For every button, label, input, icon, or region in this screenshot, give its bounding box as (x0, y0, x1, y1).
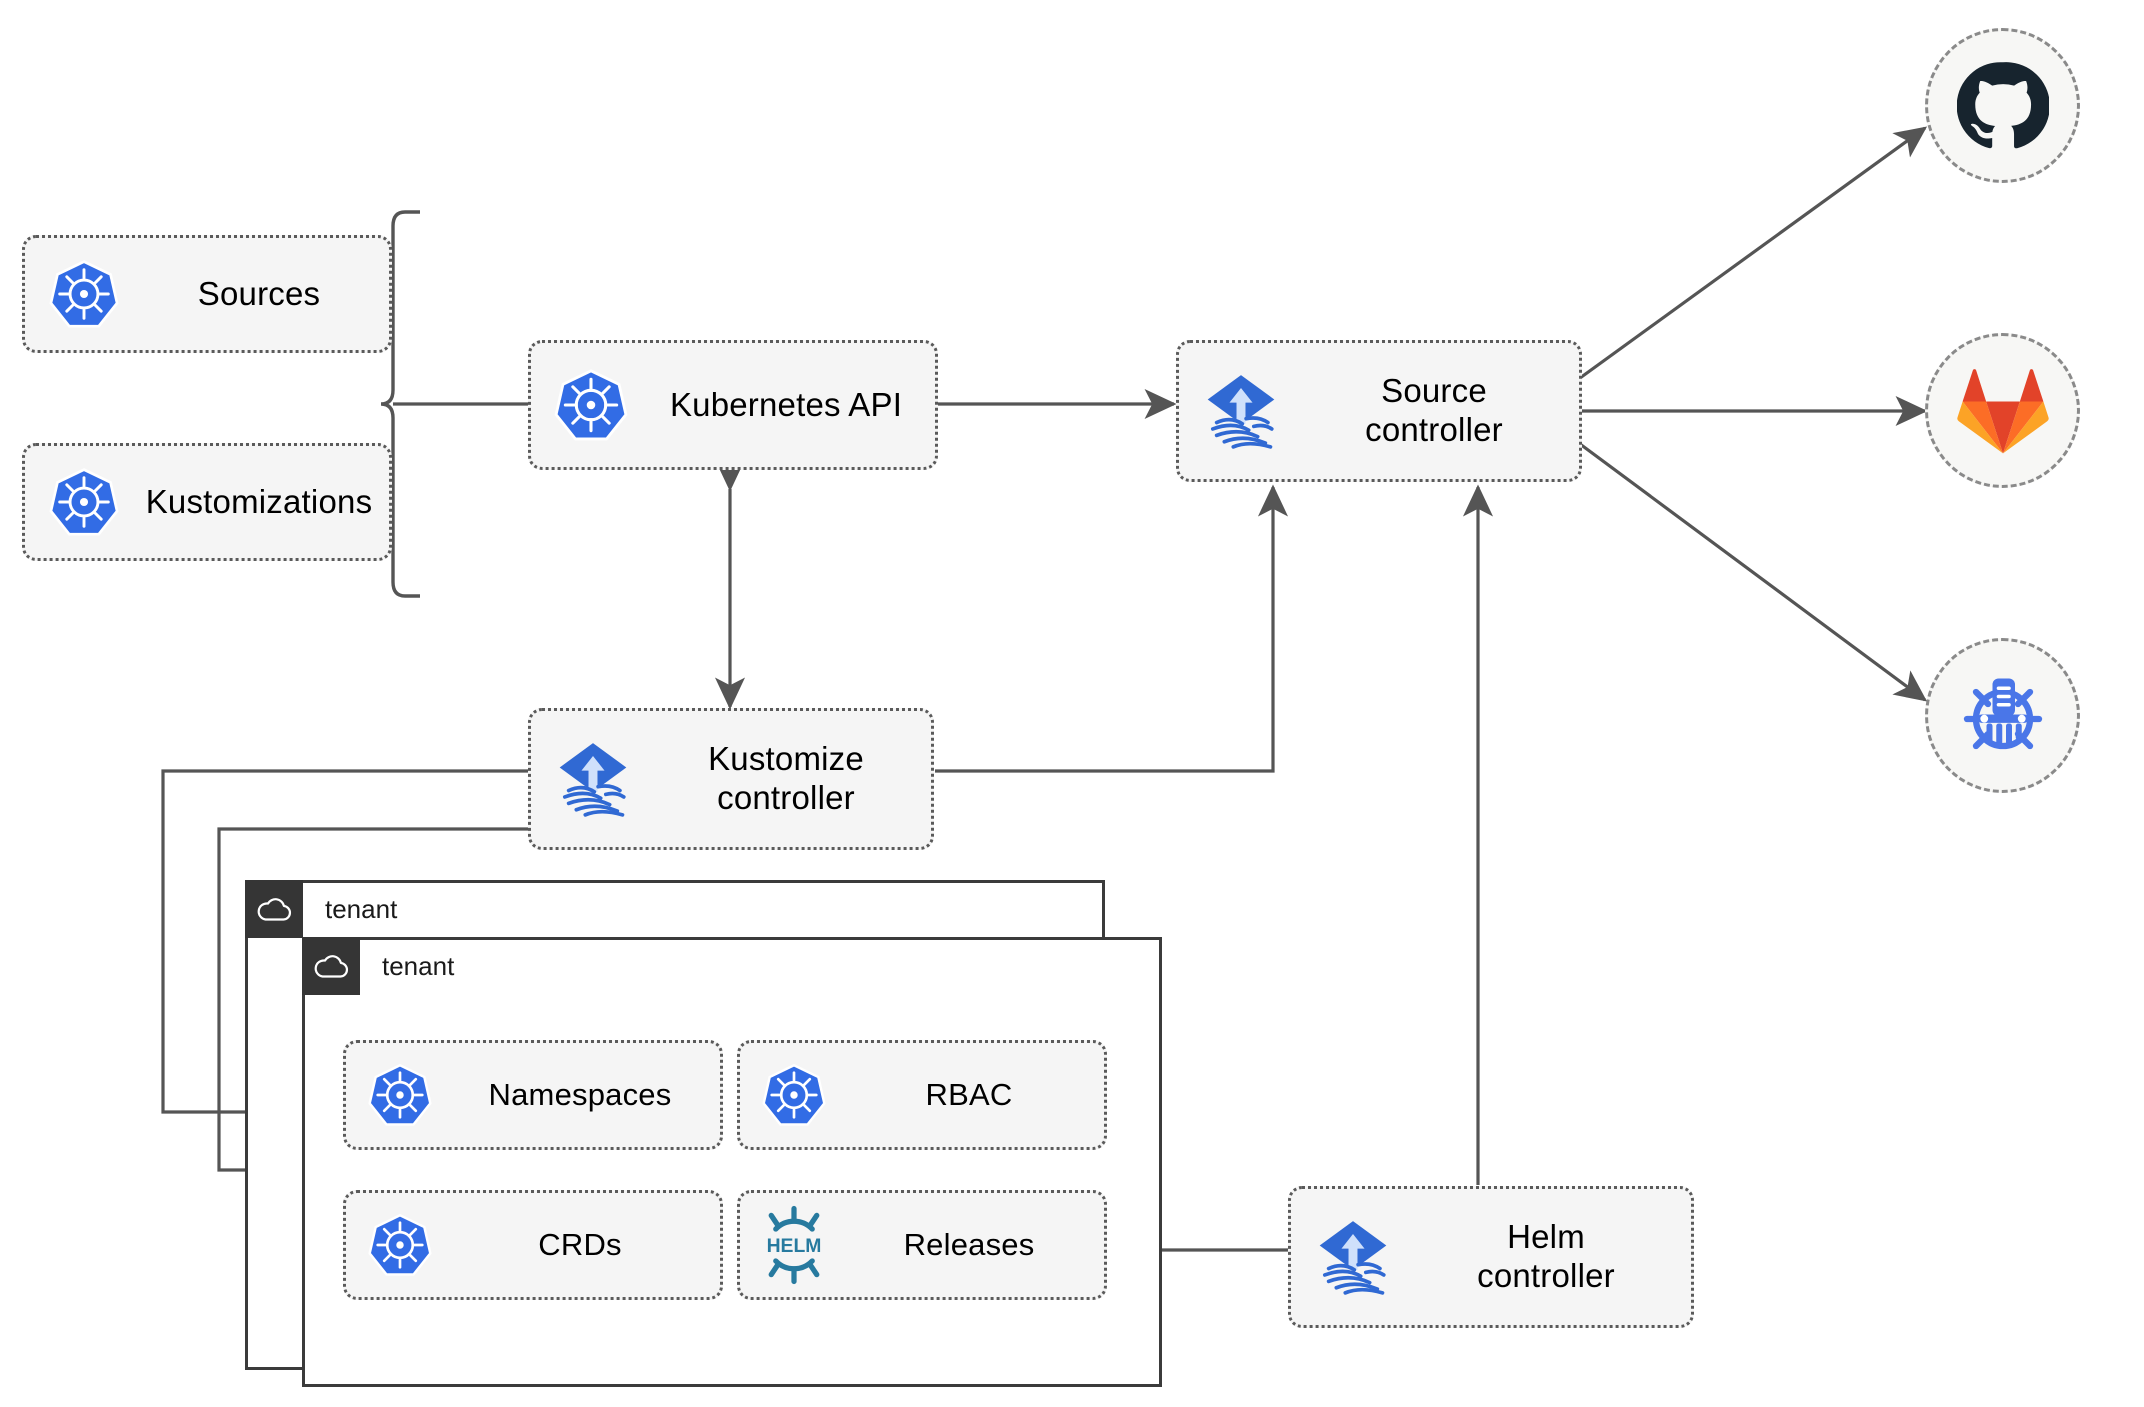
resource-crds[interactable]: CRDs (343, 1190, 723, 1300)
github-icon (1956, 61, 2049, 148)
kubernetes-icon (346, 1212, 454, 1278)
helm-wordmark: HELM (767, 1235, 822, 1257)
flux-icon (531, 738, 655, 820)
provider-helm-repository[interactable] (1925, 638, 2080, 793)
resource-label: RBAC (925, 1076, 1013, 1112)
helm-icon: HELM (740, 1204, 848, 1286)
cloud-icon (245, 880, 303, 938)
flux-icon (1291, 1216, 1415, 1298)
tenant-panel-front[interactable]: tenant Namespaces (302, 937, 1162, 1387)
resource-label: CRDs (538, 1226, 622, 1262)
helm-repository-icon (1963, 678, 2042, 749)
resource-rbac[interactable]: RBAC (737, 1040, 1107, 1150)
node-kustomizations[interactable]: Kustomizations (22, 443, 392, 561)
node-source-controller[interactable]: Source controller (1176, 340, 1582, 482)
node-label: Kustomize controller (708, 740, 864, 816)
node-kubernetes-api[interactable]: Kubernetes API (528, 340, 938, 470)
resource-label: Releases (903, 1226, 1035, 1262)
node-label: Source controller (1365, 372, 1503, 448)
node-label: Sources (197, 274, 321, 312)
flux-icon (1179, 370, 1303, 452)
provider-github[interactable] (1925, 28, 2080, 183)
resource-namespaces[interactable]: Namespaces (343, 1040, 723, 1150)
node-kustomize-controller[interactable]: Kustomize controller (528, 708, 934, 850)
node-helm-controller[interactable]: Helm controller (1288, 1186, 1694, 1328)
node-sources[interactable]: Sources (22, 235, 392, 353)
provider-gitlab[interactable] (1925, 333, 2080, 488)
node-label: Kustomizations (145, 482, 373, 520)
kubernetes-icon (531, 367, 651, 443)
tenant-header: tenant (245, 880, 397, 938)
node-label: Helm controller (1477, 1218, 1615, 1294)
kubernetes-icon (25, 466, 143, 538)
resource-releases[interactable]: HELM Releases (737, 1190, 1107, 1300)
kubernetes-icon (346, 1062, 454, 1128)
tenant-label: tenant (382, 950, 455, 981)
resource-label: Namespaces (488, 1076, 672, 1112)
gitlab-icon (1956, 368, 2049, 453)
cloud-icon (302, 937, 360, 995)
tenant-header: tenant (302, 937, 454, 995)
kubernetes-icon (25, 258, 143, 330)
tenant-label: tenant (325, 893, 398, 924)
node-label: Kubernetes API (669, 385, 903, 423)
kubernetes-icon (740, 1062, 848, 1128)
